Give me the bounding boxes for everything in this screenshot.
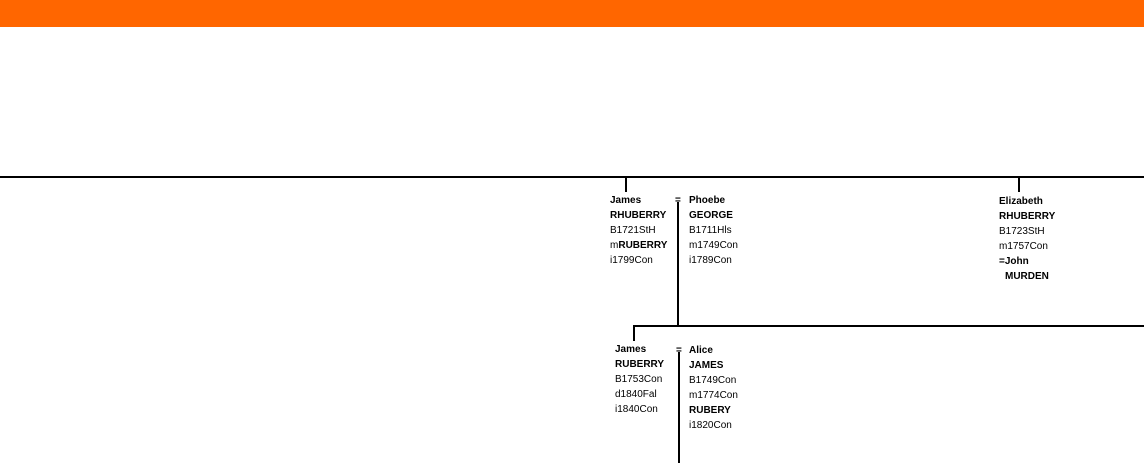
surname: RHUBERRY xyxy=(610,210,667,221)
connector-james-gen2 xyxy=(633,326,635,341)
spouse-surname: MURDEN xyxy=(1005,271,1049,282)
marriage-descent-line-gen1 xyxy=(677,202,679,326)
married-surname-record: mRUBERRY xyxy=(610,238,667,253)
married-prefix: m xyxy=(610,240,619,251)
birth-record: B1749Con xyxy=(689,375,737,386)
marriage-descent-line-gen2 xyxy=(678,352,680,463)
info-record: i1789Con xyxy=(689,255,732,266)
children-line xyxy=(633,325,1144,327)
person-elizabeth-rhuberry[interactable]: Elizabeth RHUBERRY B1723StH m1757Con =Jo… xyxy=(999,194,1055,284)
marriage-record: m1774Con xyxy=(689,390,738,401)
birth-record: B1721StH xyxy=(610,225,656,236)
given-name: Alice xyxy=(689,345,713,356)
given-name: Phoebe xyxy=(689,195,726,206)
surname: RUBERRY xyxy=(615,359,665,370)
married-surname: RUBERY xyxy=(689,405,731,416)
person-james-rhuberry[interactable]: James RHUBERRY B1721StH mRUBERRY i1799Co… xyxy=(610,193,667,268)
marriage-symbol-gen1: = xyxy=(675,195,681,206)
person-alice-james[interactable]: Alice JAMES B1749Con m1774Con RUBERY i18… xyxy=(689,343,738,433)
person-james-ruberry[interactable]: James RUBERRY B1753Con d1840Fal i1840Con xyxy=(615,342,664,417)
marriage-symbol-gen2: = xyxy=(676,345,682,356)
marriage-record: m1749Con xyxy=(689,240,738,251)
birth-record: B1711Hls xyxy=(689,225,732,236)
generation-line-top xyxy=(0,176,1144,178)
spouse-given-name: =John xyxy=(999,256,1029,267)
connector-james-gen1 xyxy=(625,177,627,192)
death-record: d1840Fal xyxy=(615,389,657,400)
surname: RHUBERRY xyxy=(999,211,1056,222)
given-name: James xyxy=(610,195,642,206)
married-surname: RUBERRY xyxy=(618,240,668,251)
given-name: James xyxy=(615,344,647,355)
info-record: i1840Con xyxy=(615,404,658,415)
person-phoebe-george[interactable]: Phoebe GEORGE B1711Hls m1749Con i1789Con xyxy=(689,193,738,268)
info-record: i1799Con xyxy=(610,255,653,266)
birth-record: B1753Con xyxy=(615,374,663,385)
birth-record: B1723StH xyxy=(999,226,1045,237)
connector-elizabeth xyxy=(1018,177,1020,192)
given-name: Elizabeth xyxy=(999,196,1043,207)
surname: GEORGE xyxy=(689,210,733,221)
info-record: i1820Con xyxy=(689,420,732,431)
header-banner xyxy=(0,0,1144,27)
marriage-record: m1757Con xyxy=(999,241,1048,252)
surname: JAMES xyxy=(689,360,724,371)
